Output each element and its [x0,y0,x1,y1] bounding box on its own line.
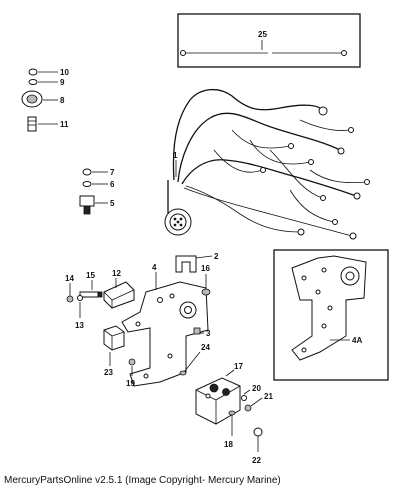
bolt-24 [179,351,201,376]
callout-8: 8 [60,96,65,105]
callout-2: 2 [214,252,219,261]
wiring-harness-1 [164,89,370,240]
screw-18 [228,410,236,436]
fitting-11 [27,116,58,132]
callout-6: 6 [110,180,115,189]
callout-24: 24 [201,343,210,352]
callout-5: 5 [110,199,115,208]
callout-4a: 4A [352,336,362,345]
callout-4: 4 [152,263,157,272]
screw-14 [66,283,74,303]
callout-3: 3 [206,329,211,338]
block-23 [103,325,125,366]
callout-14: 14 [65,274,74,283]
washer-9 [28,79,58,85]
callout-12: 12 [112,269,121,278]
callout-10: 10 [60,68,69,77]
callout-19: 19 [126,379,135,388]
inset-box-cable [177,13,361,68]
sensor-8 [21,90,58,108]
washer-6 [82,181,108,187]
nut-16 [201,274,211,296]
callout-16: 16 [201,264,210,273]
image-caption: MercuryPartsOnline v2.5.1 (Image Copyrig… [4,475,281,486]
callout-17: 17 [234,362,243,371]
relay-12 [103,278,135,309]
screw-3 [193,327,204,335]
callout-20: 20 [252,384,261,393]
washer-19 [128,358,136,376]
nut-20 [241,389,251,401]
nut-10 [28,68,58,76]
callout-21: 21 [264,392,273,401]
callout-15: 15 [86,271,95,280]
screw-15 [79,280,103,298]
callout-7: 7 [110,168,115,177]
clip-2 [175,255,213,273]
callout-9: 9 [60,78,65,87]
callout-23: 23 [104,368,113,377]
callout-11: 11 [60,120,69,129]
nut-22 [253,427,263,452]
inset-box-bracket-4a [273,249,389,381]
sender-5 [79,195,108,215]
callout-1: 1 [173,151,178,160]
callout-22: 22 [252,456,261,465]
mounting-bracket-4 [121,272,209,387]
callout-13: 13 [75,321,84,330]
washer-21 [244,397,263,412]
callout-18: 18 [224,440,233,449]
nut-7 [82,168,108,176]
callout-25: 25 [258,30,267,39]
washer-13 [77,295,83,318]
solenoid-17 [195,369,241,425]
